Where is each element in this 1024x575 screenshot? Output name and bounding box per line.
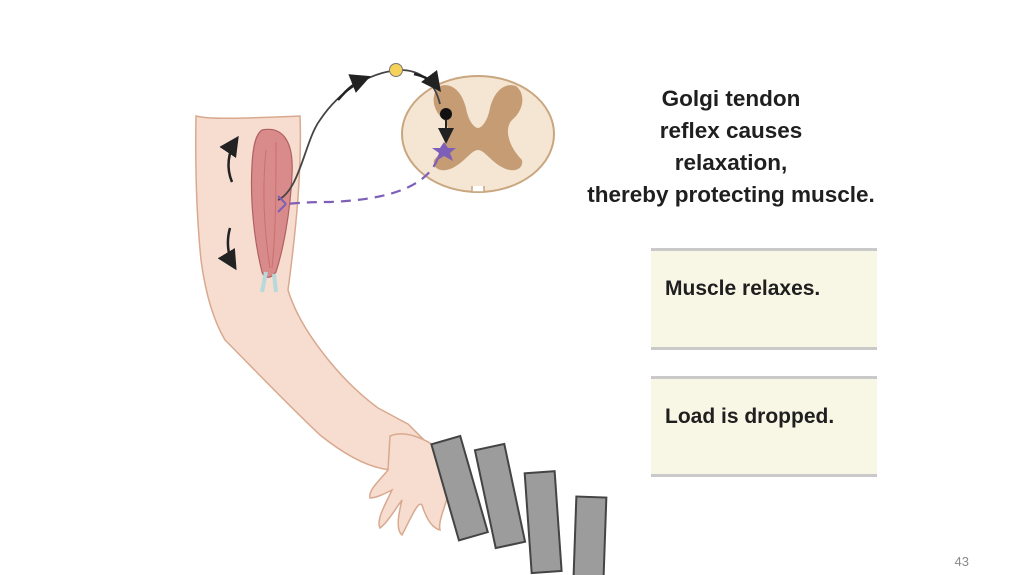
page-number: 43 xyxy=(954,554,969,569)
spinal-cord-cross-section xyxy=(401,75,555,193)
sensory-arrow-icon-2 xyxy=(413,70,442,92)
caption-line-1: Golgi tendon xyxy=(661,86,801,111)
up-arrow-icon xyxy=(219,135,239,183)
upper-arm xyxy=(194,115,434,471)
weight-3 xyxy=(523,470,563,575)
weight-4 xyxy=(572,495,608,575)
reflex-caption: Golgi tendon reflex causes relaxation, t… xyxy=(566,83,896,211)
neuromuscular-junction-icon xyxy=(277,195,287,213)
muscle-relaxes-label: Muscle relaxes. xyxy=(665,277,821,300)
sensory-arrow-icon xyxy=(337,74,371,101)
load-dropped-label: Load is dropped. xyxy=(665,405,835,428)
muscle-relaxes-panel: Muscle relaxes. xyxy=(651,248,877,350)
down-arrow-icon xyxy=(217,227,237,271)
muscle-illustration xyxy=(250,128,293,293)
weight-1 xyxy=(430,434,490,542)
interneuron xyxy=(440,108,452,120)
caption-line-2: reflex causes xyxy=(659,118,803,143)
dorsal-root-ganglion xyxy=(389,63,403,77)
caption-line-3: relaxation, xyxy=(674,150,788,175)
load-dropped-panel: Load is dropped. xyxy=(651,376,877,477)
tendon xyxy=(260,271,278,293)
bicep-muscle xyxy=(250,128,293,278)
motor-neuron-path xyxy=(285,157,440,206)
weight-2 xyxy=(473,442,527,550)
gray-matter xyxy=(433,85,523,171)
motor-neuron-icon xyxy=(432,142,456,161)
caption-line-4: thereby protecting muscle. xyxy=(587,182,875,207)
dropped-weights xyxy=(430,434,608,575)
arm-illustration xyxy=(194,115,453,537)
